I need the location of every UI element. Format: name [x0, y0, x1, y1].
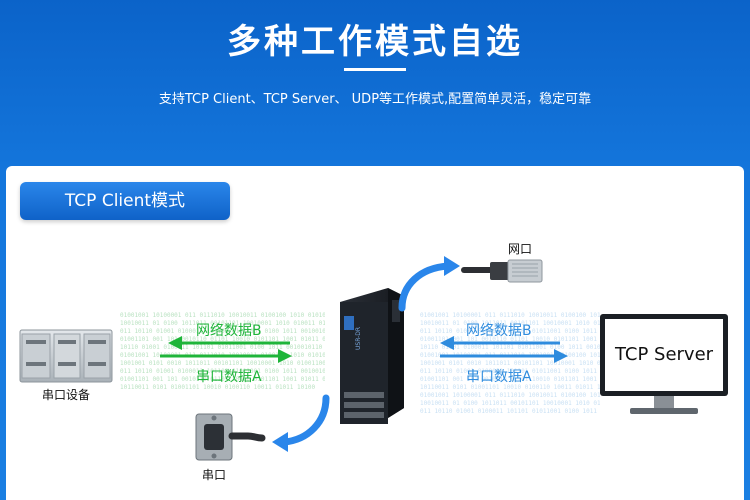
- right-flow-network-label: 网络数据B: [466, 323, 532, 339]
- right-flow-serial-label: 串口数据A: [466, 369, 532, 385]
- db9-connector-icon: [195, 413, 266, 461]
- mode-tab[interactable]: TCP Client模式: [20, 182, 230, 220]
- monitor-base: [630, 408, 698, 414]
- left-arrow-to-device: [168, 336, 290, 350]
- left-flow-serial-label: 串口数据A: [196, 369, 262, 385]
- right-arrow-to-server: [440, 349, 568, 363]
- monitor-icon: TCP Server: [600, 314, 728, 396]
- serial-port-label: 串口: [202, 468, 227, 482]
- hero-subtitle: 支持TCP Client、TCP Server、 UDP等工作模式,配置简单灵活…: [158, 92, 592, 107]
- network-port-label: 网口: [508, 242, 533, 256]
- left-arrow-to-server: [160, 349, 292, 363]
- serial-device-label: 串口设备: [42, 388, 91, 402]
- left-flow-network-label: 网络数据B: [196, 323, 262, 339]
- svg-text:USR-DR: USR-DR: [355, 327, 362, 350]
- server-label: TCP Server: [605, 319, 723, 391]
- monitor-neck: [654, 396, 674, 408]
- right-arrow-to-device: [440, 336, 560, 350]
- hero-title: 多种工作模式自选: [227, 22, 523, 62]
- plc-device-icon: [19, 329, 113, 383]
- serial-server-device-icon: USR-DR: [340, 288, 404, 424]
- hero-divider: [344, 68, 406, 71]
- curved-arrow-icon: [398, 256, 460, 312]
- curved-arrow-down-icon: [272, 394, 330, 452]
- rj45-cable-icon: [461, 259, 543, 283]
